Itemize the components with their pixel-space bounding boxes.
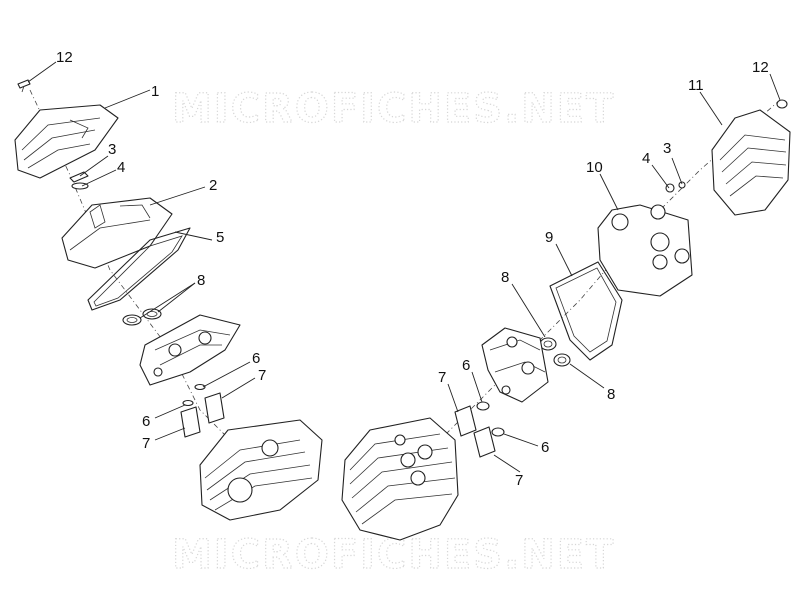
leader-4-left — [81, 169, 117, 187]
leader-6-right-b — [503, 433, 539, 447]
leader-6-left-a — [202, 361, 251, 388]
callout-12-left: 12 — [56, 49, 73, 66]
callout-5-left: 5 — [216, 229, 224, 246]
leader-3-right — [671, 157, 683, 185]
right-head-cover-part — [597, 204, 693, 297]
leader-7-right — [447, 383, 459, 413]
left-assembly-axis — [29, 89, 241, 451]
leader-7-left-b — [154, 427, 186, 441]
left-gasket-part — [87, 227, 191, 311]
right-assembly: 12 11 3 4 10 9 8 8 7 6 6 7 — [341, 59, 791, 541]
callout-8-right-a: 8 — [501, 269, 509, 286]
watermark-bottom: MICROFICHES.NET — [172, 532, 615, 578]
right-orings-part — [539, 337, 571, 367]
leader-8-right-b — [569, 363, 605, 389]
left-rocker-assembly-part — [139, 314, 241, 386]
right-rings-bushes-part — [454, 401, 505, 458]
leader-7-right-b — [493, 454, 521, 473]
right-rocker-assembly-part — [481, 327, 549, 403]
leader-7-left-a — [221, 377, 256, 399]
callout-7-right: 7 — [438, 369, 446, 386]
leader-6-right-a — [471, 371, 483, 403]
leader-8-right-a — [511, 283, 546, 338]
callout-7-left-a: 7 — [258, 367, 266, 384]
callout-10-right: 10 — [586, 159, 603, 176]
leader-3-left — [79, 155, 109, 177]
left-rings-bushes-part — [180, 383, 225, 438]
leader-1-left — [104, 89, 151, 109]
right-gasket-part — [549, 261, 623, 361]
leader-9-right — [555, 243, 573, 277]
leader-6-left-b — [154, 404, 186, 419]
leader-11-right — [699, 91, 723, 126]
leader-8-left-b — [157, 282, 196, 313]
callout-7-right-b: 7 — [515, 472, 523, 489]
callout-2-left: 2 — [209, 177, 217, 194]
callout-8-right-b: 8 — [607, 386, 615, 403]
right-cylinder-head-part — [341, 417, 459, 541]
callout-6-right-a: 6 — [462, 357, 470, 374]
left-assembly: 12 1 3 4 2 5 8 6 7 6 7 — [14, 49, 323, 521]
callout-6-right-b: 6 — [541, 439, 549, 456]
callout-9-right: 9 — [545, 229, 553, 246]
leader-12-right — [769, 73, 781, 101]
callout-8-left: 8 — [197, 272, 205, 289]
leader-4-right — [651, 164, 670, 189]
left-screw-part — [17, 79, 31, 93]
callout-1-left: 1 — [151, 83, 159, 100]
callout-6-left-b: 6 — [142, 413, 150, 430]
left-head-cover-part — [61, 197, 173, 269]
watermark-top: MICROFICHES.NET — [172, 86, 615, 132]
leader-8-left-a — [139, 282, 196, 319]
leader-2-left — [149, 186, 206, 206]
callout-3-right: 3 — [663, 140, 671, 157]
leader-10-right — [599, 173, 619, 211]
callout-6-left-a: 6 — [252, 350, 260, 367]
leader-12-left — [27, 61, 57, 83]
callout-7-left-b: 7 — [142, 435, 150, 452]
callout-4-right: 4 — [642, 150, 650, 167]
callout-11-right: 11 — [688, 77, 704, 94]
right-valve-cover-part — [711, 109, 791, 216]
callout-4-left: 4 — [117, 159, 125, 176]
callout-3-left: 3 — [108, 141, 116, 158]
left-valve-cover-part — [14, 104, 119, 179]
callout-12-right: 12 — [752, 59, 769, 76]
left-cylinder-head-part — [199, 419, 323, 521]
left-orings-part — [122, 308, 162, 326]
leader-5-left — [174, 231, 213, 241]
left-washer-part — [69, 171, 89, 190]
right-nut-part — [776, 99, 788, 109]
